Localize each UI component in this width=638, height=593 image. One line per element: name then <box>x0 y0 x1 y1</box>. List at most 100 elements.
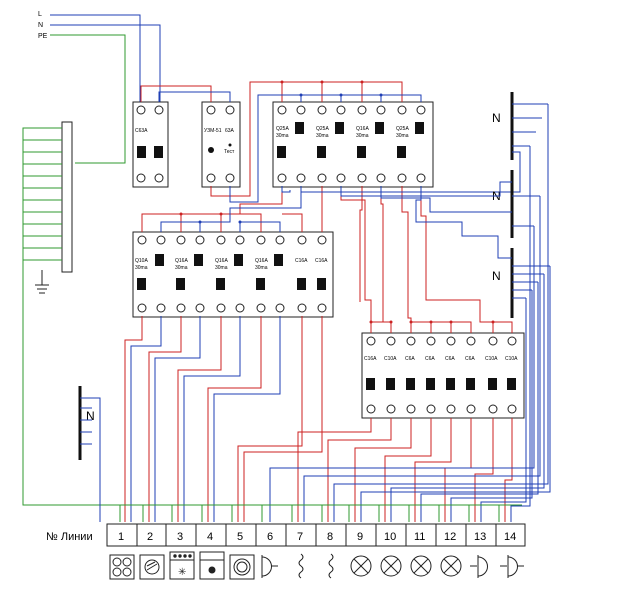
breaker-row-lower: C16A C10A C6A C6A C6A C6A C10A C10A <box>361 332 525 419</box>
neutral-bus-4: N <box>78 386 101 522</box>
rcd-top-3[interactable]: Q16A 30ma <box>356 105 386 183</box>
lower-feed-wiring <box>340 186 513 333</box>
supply-lines <box>50 14 161 164</box>
overvoltage-relay[interactable]: УЗМ-51 63A Тест <box>201 101 241 188</box>
rcd-top-3-trip: 30ma <box>356 133 369 139</box>
mcb-low-4[interactable]: C6A <box>425 336 436 414</box>
terminal-13: 13 <box>474 531 486 543</box>
rcd-top-4[interactable]: Q25A 30ma <box>396 105 426 183</box>
rcd-mid-1-rating: Q10A <box>135 258 148 264</box>
terminal-strip: № Линии 1 2 3 4 5 6 7 8 9 10 11 12 13 14 <box>46 523 526 547</box>
neutral-bus-1: N <box>281 92 548 193</box>
mcb-low-5-rating: C6A <box>445 356 455 362</box>
mcb-low-2-rating: C10A <box>384 356 397 362</box>
lamp-icon <box>350 555 372 577</box>
rcd-top-3-rating: Q16A <box>356 126 369 132</box>
rcd-mid-4-trip: 30ma <box>255 265 268 271</box>
rcd-top-2-trip: 30ma <box>316 133 329 139</box>
terminal-14: 14 <box>504 531 516 543</box>
top-wiring <box>140 80 422 203</box>
rcd-mid-4[interactable]: Q16A 30ma <box>255 235 285 313</box>
rcd-top-1-trip: 30ma <box>276 133 289 139</box>
rcd-mid-1[interactable]: Q10A 30ma <box>135 235 166 313</box>
output-wiring <box>119 104 551 522</box>
terminal-6: 6 <box>267 531 273 543</box>
neutral-bus-4-label: N <box>86 409 95 423</box>
mcb-low-3[interactable]: C6A <box>405 336 416 414</box>
rcd-mid-3-trip: 30ma <box>215 265 228 271</box>
mcb-low-8[interactable]: C10A <box>505 336 518 414</box>
mcb-low-3-rating: C6A <box>405 356 415 362</box>
label-l: L <box>38 11 42 18</box>
rcd-mid-4-rating: Q16A <box>255 258 268 264</box>
terminal-4: 4 <box>207 531 213 543</box>
rcd-top-1[interactable]: Q25A 30ma <box>276 105 306 183</box>
rcd-top-1-rating: Q25A <box>276 126 289 132</box>
rcd-top-4-rating: Q25A <box>396 126 409 132</box>
neutral-bus-2: N <box>340 170 540 238</box>
mcb-low-1[interactable]: C16A <box>364 336 377 414</box>
mcb-low-4-rating: C6A <box>425 356 435 362</box>
terminal-8: 8 <box>327 531 333 543</box>
pe-bar <box>22 121 120 506</box>
neutral-bus-3-label: N <box>492 269 501 283</box>
relay-type: УЗМ-51 <box>204 128 222 134</box>
terminal-7: 7 <box>297 531 303 543</box>
main-breaker[interactable]: C63A <box>132 101 169 188</box>
rcd-mid-3[interactable]: Q16A 30ma <box>215 235 245 313</box>
rcd-mid-2-trip: 30ma <box>175 265 188 271</box>
socket-icon-3 <box>500 555 524 578</box>
line-number-header: № Линии <box>46 531 93 543</box>
neutral-bus-3: N <box>415 186 550 318</box>
hob-icon <box>109 554 135 580</box>
mcb-low-7-rating: C10A <box>485 356 498 362</box>
terminal-1: 1 <box>118 531 124 543</box>
mcb-low-6-rating: C6A <box>465 356 475 362</box>
heater-icon <box>298 553 304 579</box>
load-symbols: ✳ <box>109 551 524 580</box>
lamp-icon-3 <box>410 555 432 577</box>
terminal-5: 5 <box>237 531 243 543</box>
rcd-top-2[interactable]: Q25A 30ma <box>316 105 346 183</box>
terminal-3: 3 <box>177 531 183 543</box>
mcb-mid-2-rating: C16A <box>315 258 328 264</box>
mcb-mid-2[interactable]: C16A <box>315 235 328 313</box>
dishwasher-icon: ✳ <box>169 551 195 580</box>
terminal-2: 2 <box>147 531 153 543</box>
socket-icon-2 <box>470 555 488 578</box>
heater-icon-2 <box>328 553 334 579</box>
label-pe: PE <box>38 33 48 40</box>
neutral-bus-1-label: N <box>492 111 501 125</box>
rcd-top-4-trip: 30ma <box>396 133 409 139</box>
washing-machine-icon <box>199 551 225 580</box>
rcd-row-top: Q25A 30ma Q25A 30ma Q16A 30ma Q25A 30ma <box>272 101 434 188</box>
mcb-low-2[interactable]: C10A <box>384 336 397 414</box>
oven-icon <box>139 554 165 580</box>
terminal-10: 10 <box>384 531 396 543</box>
lamp-icon-2 <box>380 555 402 577</box>
rcd-mid-1-trip: 30ma <box>135 265 148 271</box>
mcb-low-1-rating: C16A <box>364 356 377 362</box>
mcb-low-7[interactable]: C10A <box>485 336 498 414</box>
rcd-mid-2[interactable]: Q16A 30ma <box>175 235 205 313</box>
socket-icon <box>261 555 278 578</box>
breaker-row-middle: Q10A 30ma Q16A 30ma Q16A 30ma Q16A 30ma <box>132 231 334 318</box>
dryer-icon <box>229 554 255 580</box>
rcd-top-2-rating: Q25A <box>316 126 329 132</box>
mcb-low-5[interactable]: C6A <box>445 336 456 414</box>
rcd-mid-2-rating: Q16A <box>175 258 188 264</box>
mcb-mid-1[interactable]: C16A <box>295 235 308 313</box>
terminal-11: 11 <box>414 531 425 543</box>
lamp-icon-4 <box>440 555 462 577</box>
mcb-mid-1-rating: C16A <box>295 258 308 264</box>
middle-feed-wiring <box>141 186 323 232</box>
svg-text:✳: ✳ <box>178 567 186 578</box>
mcb-low-6[interactable]: C6A <box>465 336 476 414</box>
rcd-mid-3-rating: Q16A <box>215 258 228 264</box>
relay-test: Тест <box>224 149 235 155</box>
mcb-low-8-rating: C10A <box>505 356 518 362</box>
terminal-12: 12 <box>444 531 456 543</box>
label-n: N <box>38 22 43 29</box>
relay-rating: 63A <box>225 128 235 134</box>
